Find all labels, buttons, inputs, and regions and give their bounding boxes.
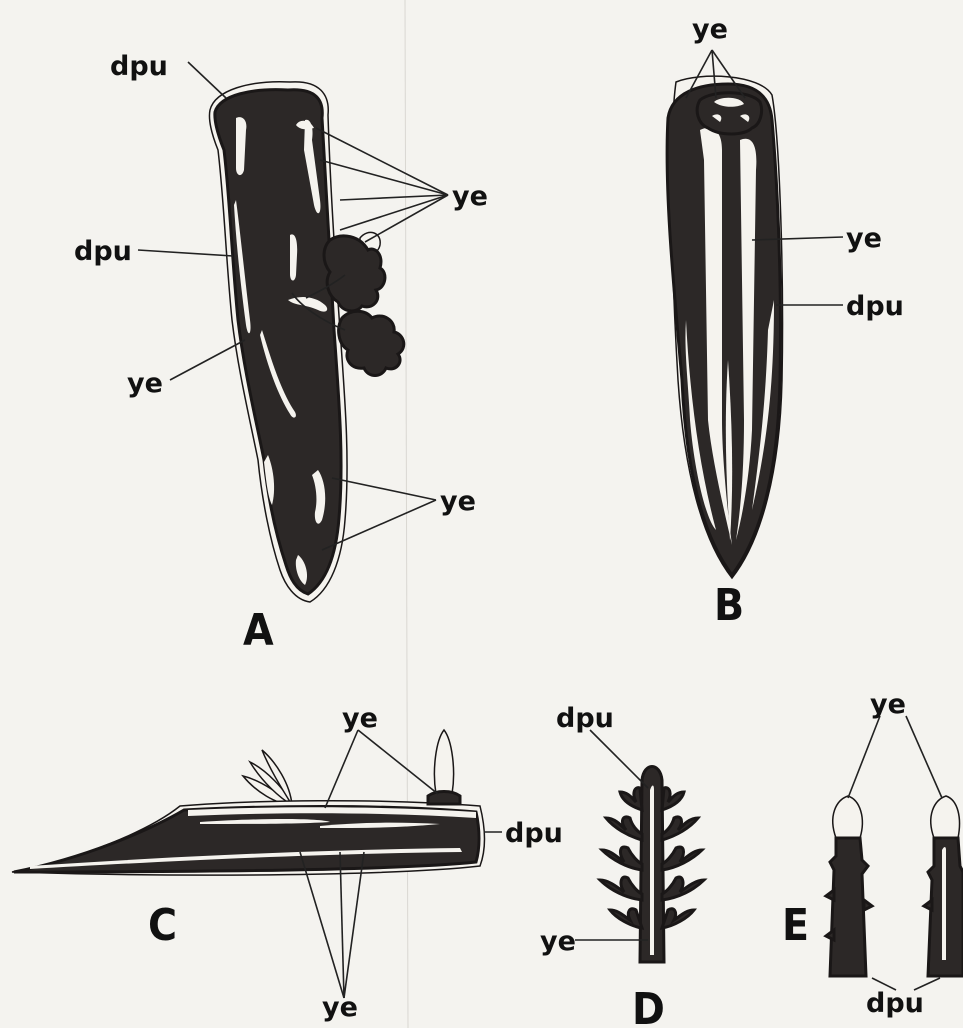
panel-c-drawing	[12, 730, 485, 875]
panel-letter-e: E	[782, 900, 809, 951]
label-d-ye: ye	[540, 926, 576, 957]
panel-letter-b: B	[714, 580, 744, 631]
label-e-ye: ye	[870, 689, 906, 720]
label-a-dpu-top: dpu	[110, 51, 168, 82]
panel-e-drawing	[826, 796, 963, 976]
label-b-ye-side: ye	[846, 223, 882, 254]
label-a-ye-left: ye	[127, 368, 163, 399]
label-d-dpu: dpu	[556, 703, 614, 734]
label-e-dpu: dpu	[866, 988, 924, 1019]
panel-d-drawing	[600, 767, 704, 963]
label-a-ye-right: ye	[452, 181, 488, 212]
panel-letter-a: A	[243, 605, 274, 656]
panel-letter-d: D	[632, 984, 665, 1028]
panel-letter-c: C	[148, 900, 177, 951]
label-a-ye-lower: ye	[440, 486, 476, 517]
label-c-dpu: dpu	[505, 818, 563, 849]
label-c-ye-bottom: ye	[322, 992, 358, 1023]
label-b-ye-top: ye	[692, 14, 728, 45]
panel-a-drawing	[209, 82, 403, 602]
panel-b-drawing	[667, 76, 782, 578]
label-c-ye-top: ye	[342, 703, 378, 734]
label-b-dpu: dpu	[846, 291, 904, 322]
label-a-dpu-side: dpu	[74, 236, 132, 267]
